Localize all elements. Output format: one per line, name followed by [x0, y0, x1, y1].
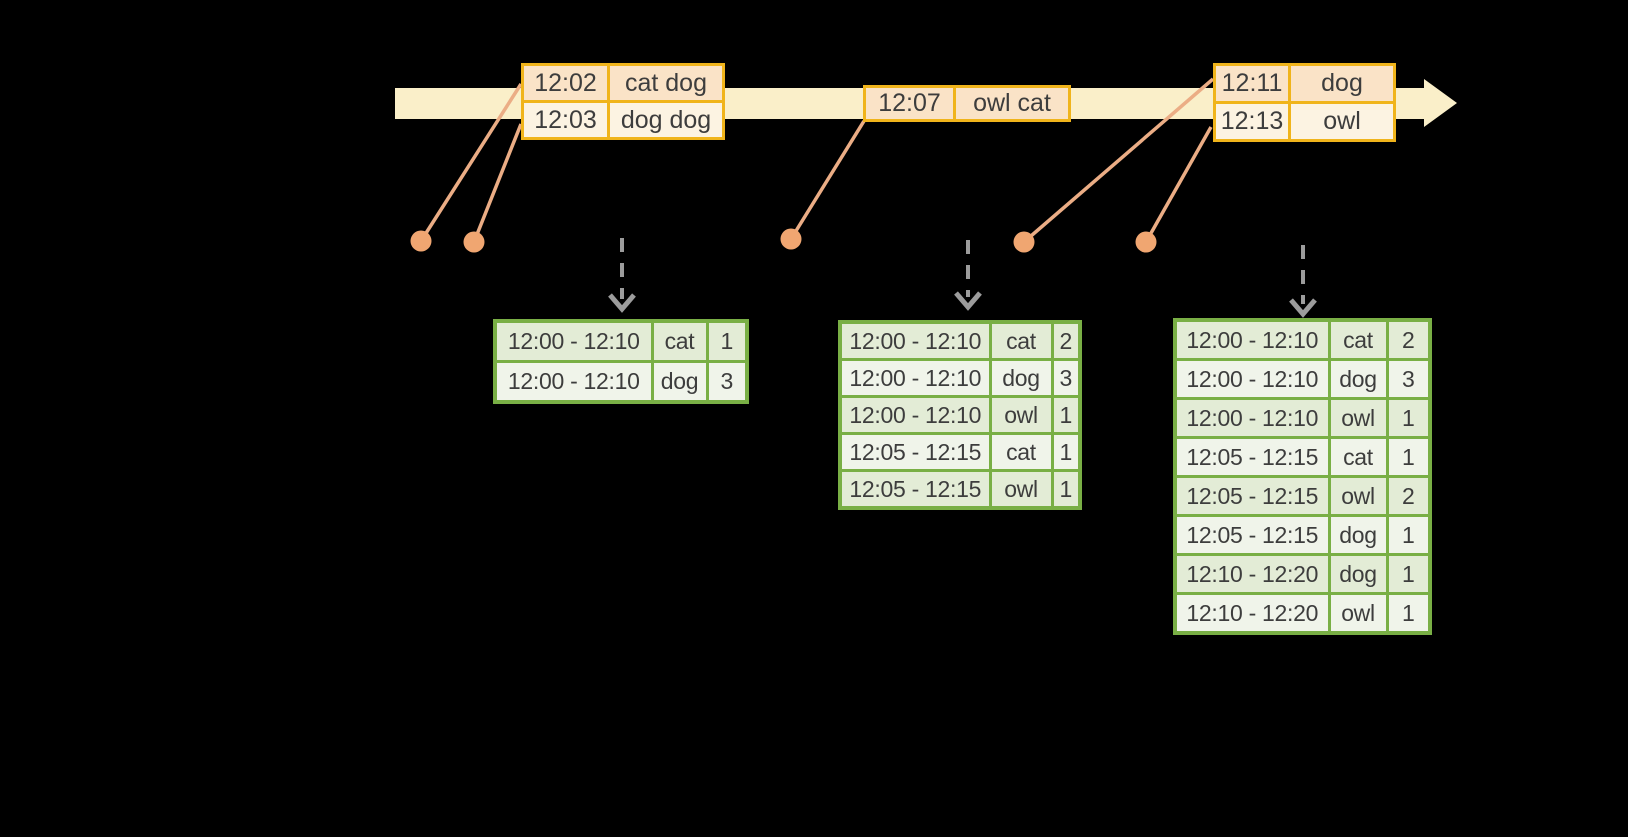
table-cell: dog dog	[607, 100, 725, 140]
table-cell: 1	[1385, 592, 1432, 635]
table-cell: 1	[1050, 432, 1082, 472]
table-cell: 12:00 - 12:10	[1173, 318, 1331, 361]
event-connector-line	[789, 120, 866, 240]
table-cell: cat	[1327, 318, 1389, 361]
table-cell: 12:00 - 12:10	[838, 395, 992, 435]
table-cell: 1	[1385, 553, 1432, 595]
table-cell: cat	[988, 320, 1054, 361]
event-dot	[463, 231, 485, 253]
table-cell: 1	[1385, 436, 1432, 478]
table-cell: cat	[988, 432, 1054, 472]
table-cell: dog	[988, 358, 1054, 398]
table-cell: 1	[1050, 469, 1082, 510]
event-connector-line	[472, 123, 523, 243]
table-cell: 12:00 - 12:10	[1173, 397, 1331, 439]
table-cell: 12:05 - 12:15	[1173, 514, 1331, 556]
table-cell: cat	[650, 319, 709, 363]
table-cell: 12:00 - 12:10	[493, 360, 654, 404]
table-cell: owl	[988, 469, 1054, 510]
table-cell: 1	[705, 319, 749, 363]
timeline-right-arrowhead-icon	[1424, 79, 1457, 127]
table-cell: 12:10 - 12:20	[1173, 592, 1331, 635]
table-cell: dog	[1288, 63, 1396, 104]
table-cell: dog	[1327, 514, 1389, 556]
table-cell: 12:13	[1213, 101, 1291, 142]
table-cell: dog	[1327, 553, 1389, 595]
table-cell: 12:10 - 12:20	[1173, 553, 1331, 595]
table-cell: dog	[1327, 358, 1389, 400]
table-cell: 12:00 - 12:10	[493, 319, 654, 363]
table-cell: owl	[1327, 475, 1389, 517]
event-dot	[780, 228, 802, 250]
event-dot	[410, 230, 432, 252]
trigger-arrowhead-icon	[954, 291, 982, 311]
table-cell: cat dog	[607, 63, 725, 103]
table-cell: 12:11	[1213, 63, 1291, 104]
table-cell: 12:05 - 12:15	[838, 432, 992, 472]
trigger-arrowhead-icon	[608, 293, 636, 313]
table-cell: 12:05 - 12:15	[1173, 436, 1331, 478]
table-cell: dog	[650, 360, 709, 404]
event-dot	[1135, 231, 1157, 253]
table-cell: 1	[1385, 397, 1432, 439]
event-dots	[410, 228, 1157, 253]
table-cell: 3	[705, 360, 749, 404]
table-cell: owl cat	[953, 85, 1071, 122]
table-cell: 2	[1050, 320, 1082, 361]
table-cell: 12:00 - 12:10	[1173, 358, 1331, 400]
table-cell: owl	[1327, 397, 1389, 439]
table-cell: 12:05 - 12:15	[1173, 475, 1331, 517]
table-cell: 12:00 - 12:10	[838, 320, 992, 361]
event-connector-line	[1144, 126, 1213, 243]
table-cell: 12:00 - 12:10	[838, 358, 992, 398]
table-cell: owl	[1327, 592, 1389, 635]
table-cell: 3	[1385, 358, 1432, 400]
table-cell: cat	[1327, 436, 1389, 478]
table-cell: owl	[1288, 101, 1396, 142]
table-cell: 12:02	[521, 63, 610, 103]
table-cell: 2	[1385, 318, 1432, 361]
table-cell: 12:05 - 12:15	[838, 469, 992, 510]
table-cell: 2	[1385, 475, 1432, 517]
trigger-arrows	[608, 238, 1317, 318]
table-cell: owl	[988, 395, 1054, 435]
event-dot	[1013, 231, 1035, 253]
table-cell: 1	[1050, 395, 1082, 435]
trigger-arrowhead-icon	[1289, 298, 1317, 318]
table-cell: 12:07	[863, 85, 956, 122]
table-cell: 3	[1050, 358, 1082, 398]
table-cell: 12:03	[521, 100, 610, 140]
table-cell: 1	[1385, 514, 1432, 556]
